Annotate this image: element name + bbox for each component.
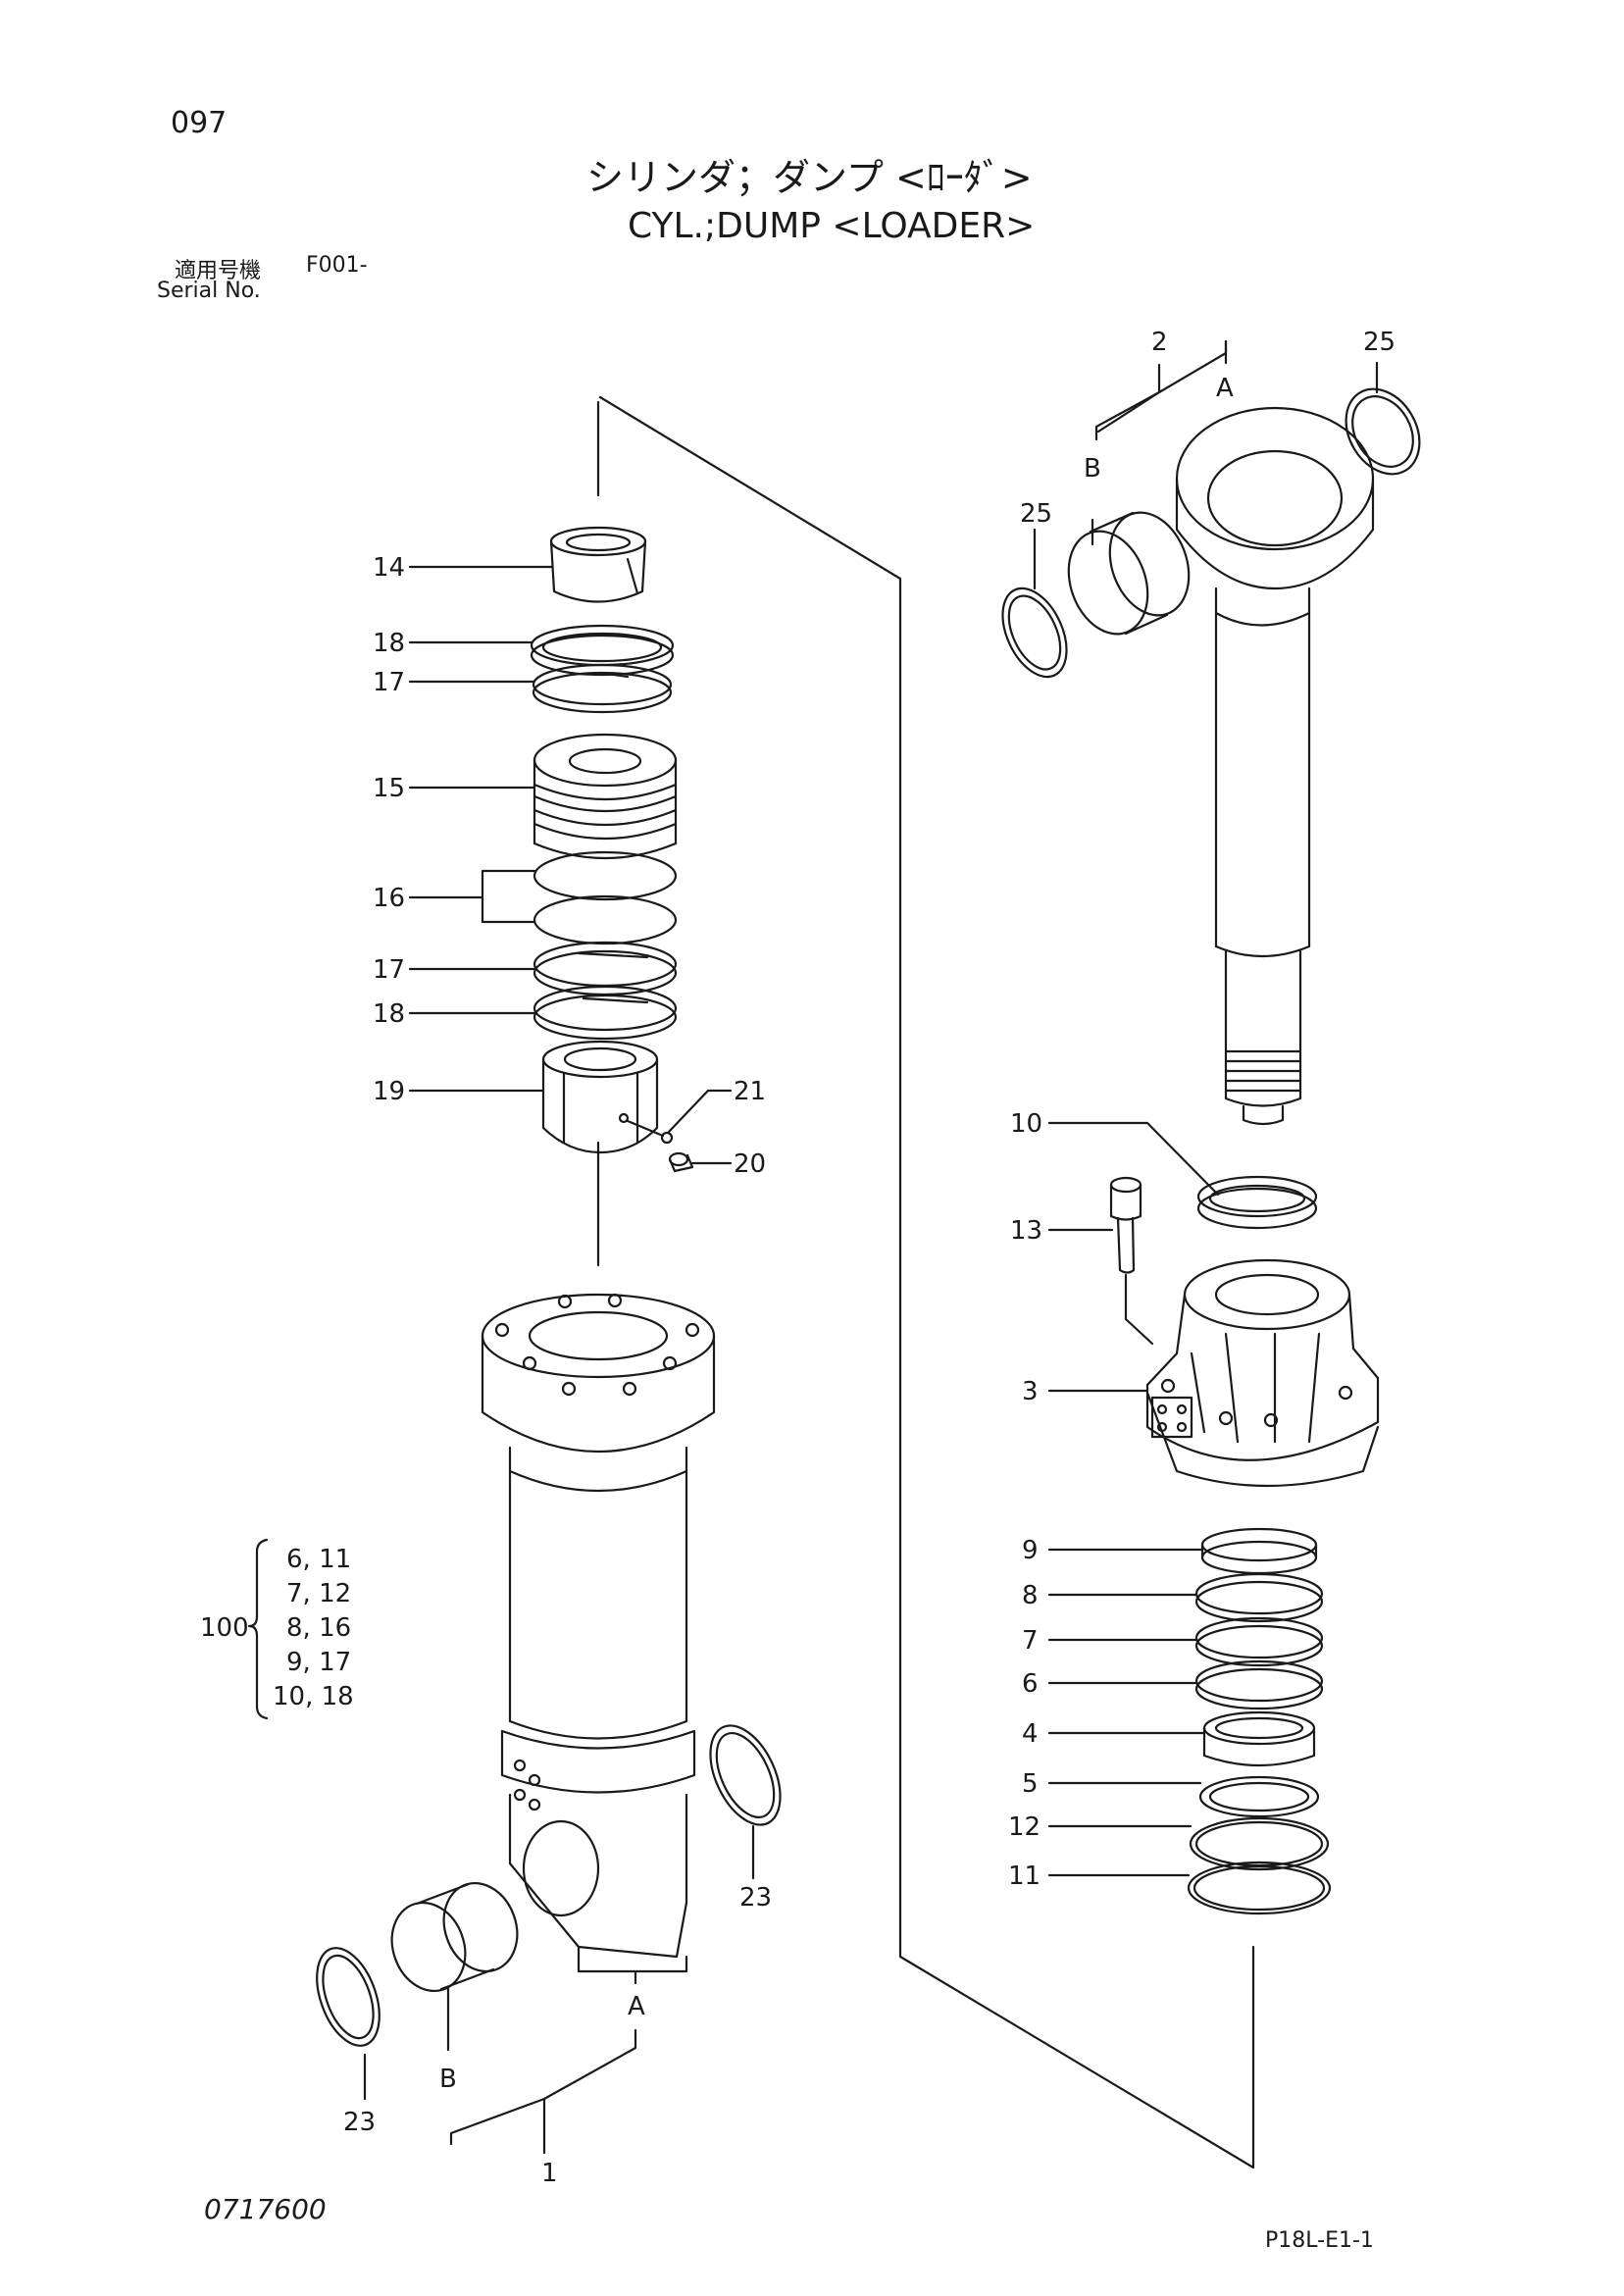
part-7-ring — [1194, 1616, 1324, 1667]
title-japanese: シリンダ；ダンプ <ﾛｰﾀﾞ> — [586, 156, 1033, 199]
assembly-frame-line — [598, 395, 1255, 2169]
callout-a-bottom: A — [628, 1992, 645, 2021]
part-20-set-screw — [668, 1151, 694, 1173]
callout-20: 20 — [734, 1149, 766, 1179]
part-6-ring — [1194, 1659, 1324, 1710]
part-23-seal — [316, 1947, 381, 2047]
kit-row: 9, 17 — [286, 1648, 351, 1677]
leader-line-21 — [667, 1089, 733, 1134]
part-16-rings — [533, 850, 678, 945]
part-11-ring — [1187, 1861, 1332, 1915]
part-13-bolt — [1109, 1176, 1154, 1346]
callout-17: 17 — [373, 955, 405, 985]
callout-19: 19 — [373, 1077, 405, 1106]
part-5-ring — [1198, 1775, 1320, 1818]
part-18-ring — [533, 985, 678, 1041]
callout-23: 23 — [343, 2108, 376, 2137]
callout-3: 3 — [1022, 1377, 1039, 1406]
leader-line-2-b — [1094, 390, 1161, 441]
callout-25: 25 — [1363, 328, 1396, 357]
part-14-bushing — [549, 526, 647, 603]
part-8-ring — [1194, 1572, 1324, 1623]
part-19-nut — [541, 1040, 659, 1154]
callout-4: 4 — [1022, 1719, 1039, 1749]
part-18-ring — [530, 624, 675, 677]
drawing-number: 0717600 — [204, 2193, 327, 2225]
part-cylinder-tube — [481, 1293, 716, 1973]
kit-row: 10, 18 — [273, 1682, 354, 1711]
callout-6: 6 — [1022, 1669, 1039, 1699]
callout-b-top: B — [1084, 454, 1101, 484]
callout-2: 2 — [1151, 328, 1168, 357]
callout-9: 9 — [1022, 1536, 1039, 1565]
part-9-ring — [1200, 1527, 1318, 1575]
callout-23: 23 — [739, 1883, 772, 1913]
callout-10: 10 — [1010, 1109, 1042, 1139]
part-bushing-b — [390, 1881, 519, 1993]
serial-label-jp: 適用号機 — [175, 259, 262, 283]
part-10-ring — [1196, 1175, 1318, 1230]
leader-line-10 — [1047, 1121, 1220, 1197]
part-25-seal — [1001, 587, 1068, 679]
kit-row: 8, 16 — [286, 1613, 351, 1643]
part-25-seal — [1345, 387, 1421, 476]
callout-21: 21 — [734, 1077, 766, 1106]
kit-number: 100 — [200, 1613, 249, 1643]
part-17-ring — [532, 663, 673, 714]
part-4-bushing — [1202, 1710, 1316, 1767]
kit-row: 6, 11 — [286, 1545, 351, 1574]
callout-16: 16 — [373, 884, 405, 913]
callout-18: 18 — [373, 999, 405, 1029]
callout-a-top: A — [1216, 374, 1234, 403]
sheet-reference: P18L-E1-1 — [1265, 2228, 1374, 2253]
callout-8: 8 — [1022, 1581, 1039, 1610]
leader-line-16 — [408, 869, 536, 924]
title-english: CYL.;DUMP <LOADER> — [628, 206, 1036, 246]
part-2-piston-rod — [1175, 406, 1375, 1126]
part-23-seal — [709, 1724, 782, 1826]
serial-label-en: Serial No. — [157, 279, 261, 303]
part-3-rod-cover — [1145, 1258, 1380, 1488]
part-15-piston — [533, 733, 678, 860]
callout-13: 13 — [1010, 1216, 1042, 1246]
callout-14: 14 — [373, 553, 405, 583]
part-21-ball — [660, 1131, 674, 1145]
callout-15: 15 — [373, 774, 405, 803]
serial-from: F001- — [306, 253, 368, 278]
callout-5: 5 — [1022, 1769, 1039, 1799]
page-number: 097 — [171, 106, 228, 140]
callout-12: 12 — [1008, 1812, 1040, 1842]
kit-row: 7, 12 — [286, 1579, 351, 1608]
callout-7: 7 — [1022, 1626, 1039, 1656]
callout-1: 1 — [541, 2159, 558, 2188]
callout-17: 17 — [373, 668, 405, 697]
callout-11: 11 — [1008, 1862, 1040, 1891]
callout-18: 18 — [373, 629, 405, 658]
callout-25: 25 — [1020, 499, 1052, 529]
kit-brace — [247, 1538, 269, 1720]
part-bushing-top — [1067, 511, 1191, 636]
callout-b-bottom: B — [439, 2065, 457, 2094]
